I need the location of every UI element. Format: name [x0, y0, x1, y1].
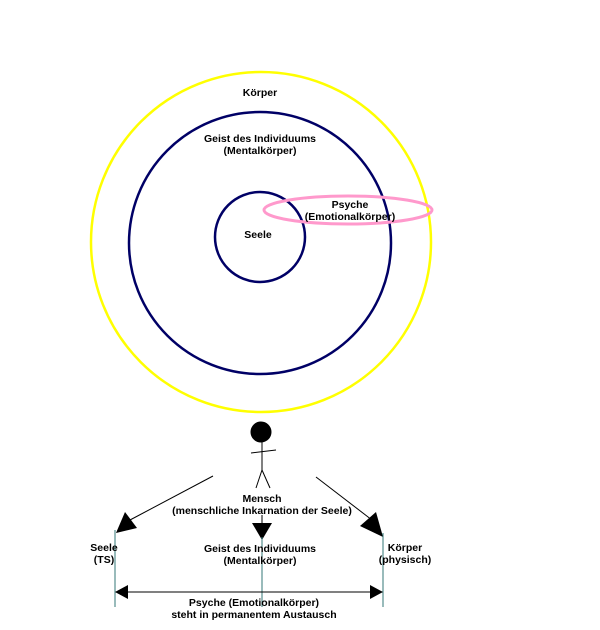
- psyche-label: Psyche(Emotionalkörper): [305, 199, 395, 223]
- koerper-label: Körper: [242, 87, 278, 99]
- bottom-geist-label: Geist des Individuums(Mentalkörper): [204, 543, 316, 567]
- geist-label-line1: Geist des Individuums: [203, 133, 317, 145]
- person-label-line1: Mensch: [242, 493, 282, 505]
- koerper-circle: [89, 70, 433, 414]
- bottom-seele-line2: (TS): [93, 554, 115, 566]
- seele-circle: [213, 190, 307, 284]
- person-label-line2: (menschliche Inkarnation der Seele): [172, 505, 352, 517]
- geist-label: Geist des Individuums(Mentalkörper): [204, 133, 316, 157]
- arrow-to-geist: [252, 515, 272, 540]
- geist-circle: [127, 110, 393, 376]
- exchange-double-arrow: [115, 585, 383, 599]
- person-label: Mensch(menschliche Inkarnation der Seele…: [172, 493, 352, 517]
- bottom-seele-label: Seele(TS): [90, 542, 117, 566]
- psyche-label-line1: Psyche: [331, 199, 369, 211]
- bottom-koerper-line1: Körper: [387, 542, 423, 554]
- person-icon: [250, 421, 277, 489]
- geist-label-line2: (Mentalkörper): [223, 145, 297, 157]
- bottom-koerper-line2: (physisch): [378, 554, 432, 566]
- bottom-geist-line2: (Mentalkörper): [223, 555, 297, 567]
- exchange-label: Psyche (Emotionalkörper)steht in permane…: [171, 597, 336, 621]
- seele-label: Seele: [244, 229, 272, 241]
- bottom-seele-line1: Seele: [90, 542, 118, 554]
- psyche-ellipse: [262, 194, 434, 226]
- arrow-to-koerper: [315, 476, 383, 537]
- bottom-geist-line1: Geist des Individuums: [203, 543, 317, 555]
- exchange-line2: steht in permanentem Austausch: [171, 609, 337, 621]
- psyche-label-line2: (Emotionalkörper): [304, 211, 396, 223]
- bottom-koerper-label: Körper(physisch): [379, 542, 432, 566]
- exchange-line1: Psyche (Emotionalkörper): [188, 597, 320, 609]
- arrow-to-seele: [116, 475, 214, 533]
